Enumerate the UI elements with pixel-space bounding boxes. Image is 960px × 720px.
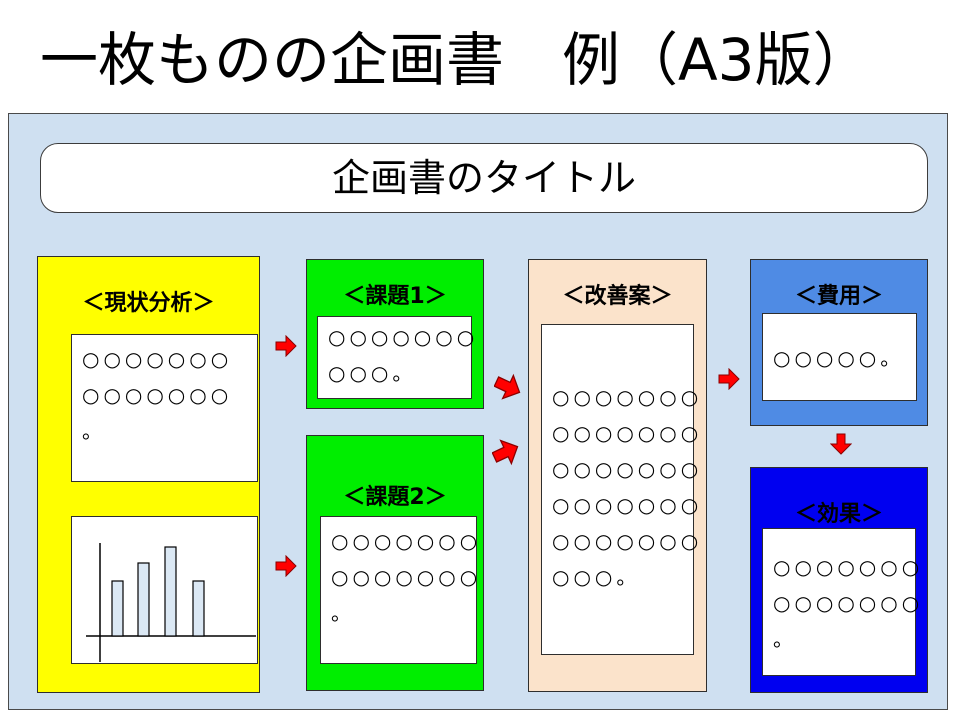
issue2-text-box: ○○○○○○○ ○○○○○○○ 。 <box>320 516 477 664</box>
analysis-line: ○○○○○○○ <box>82 383 233 407</box>
proposal-line: ○○○○○○○ <box>552 385 703 409</box>
issue1-line: ○○○○○○○ <box>328 325 479 349</box>
arrow-right-icon <box>275 555 297 577</box>
proposal-line: ○○○。 <box>552 565 641 589</box>
document-title: 企画書のタイトル <box>40 143 928 213</box>
arrow-down-icon <box>830 433 852 455</box>
cost-line: ○○○○○。 <box>773 346 905 370</box>
proposal-line: ○○○○○○○ <box>552 457 703 481</box>
issue1-heading: ＜課題1＞ <box>343 284 447 309</box>
analysis-chart-box <box>71 516 258 664</box>
cost-text-box: ○○○○○。 <box>762 313 917 401</box>
effect-line: 。 <box>773 627 797 651</box>
effect-heading: ＜効果＞ <box>794 502 883 527</box>
arrow-diagonal-up-icon <box>492 438 520 466</box>
arrow-right-icon <box>718 368 740 390</box>
proposal-text-box: ○○○○○○○ ○○○○○○○ ○○○○○○○ ○○○○○○○ ○○○○○○○ … <box>541 324 703 655</box>
proposal-heading: ＜改善案＞ <box>562 284 673 309</box>
proposal-line: ○○○○○○○ <box>552 421 703 445</box>
effect-line: ○○○○○○○ <box>773 555 924 579</box>
page-title: 一枚ものの企画書 例（A3版） <box>40 26 871 94</box>
issue2-heading: ＜課題2＞ <box>343 485 447 510</box>
proposal-line: ○○○○○○○ <box>552 529 703 553</box>
issue2-line: ○○○○○○○ <box>331 565 482 589</box>
analysis-heading: ＜現状分析＞ <box>82 291 215 316</box>
effect-line: ○○○○○○○ <box>773 591 924 615</box>
analysis-line: ○○○○○○○ <box>82 347 233 371</box>
cost-heading: ＜費用＞ <box>794 284 883 309</box>
issue1-line: ○○○。 <box>328 361 417 385</box>
proposal-line: ○○○○○○○ <box>552 493 703 517</box>
arrow-right-icon <box>275 335 297 357</box>
issue1-text-box: ○○○○○○○ ○○○。 <box>317 316 479 399</box>
arrow-diagonal-down-icon <box>494 373 522 401</box>
effect-text-box: ○○○○○○○ ○○○○○○○ 。 <box>762 528 924 676</box>
analysis-line: 。 <box>82 419 106 443</box>
issue2-line: 。 <box>331 601 355 625</box>
analysis-text-box: ○○○○○○○ ○○○○○○○ 。 <box>71 334 258 482</box>
issue2-line: ○○○○○○○ <box>331 529 482 553</box>
bar-chart-icon <box>86 543 256 662</box>
